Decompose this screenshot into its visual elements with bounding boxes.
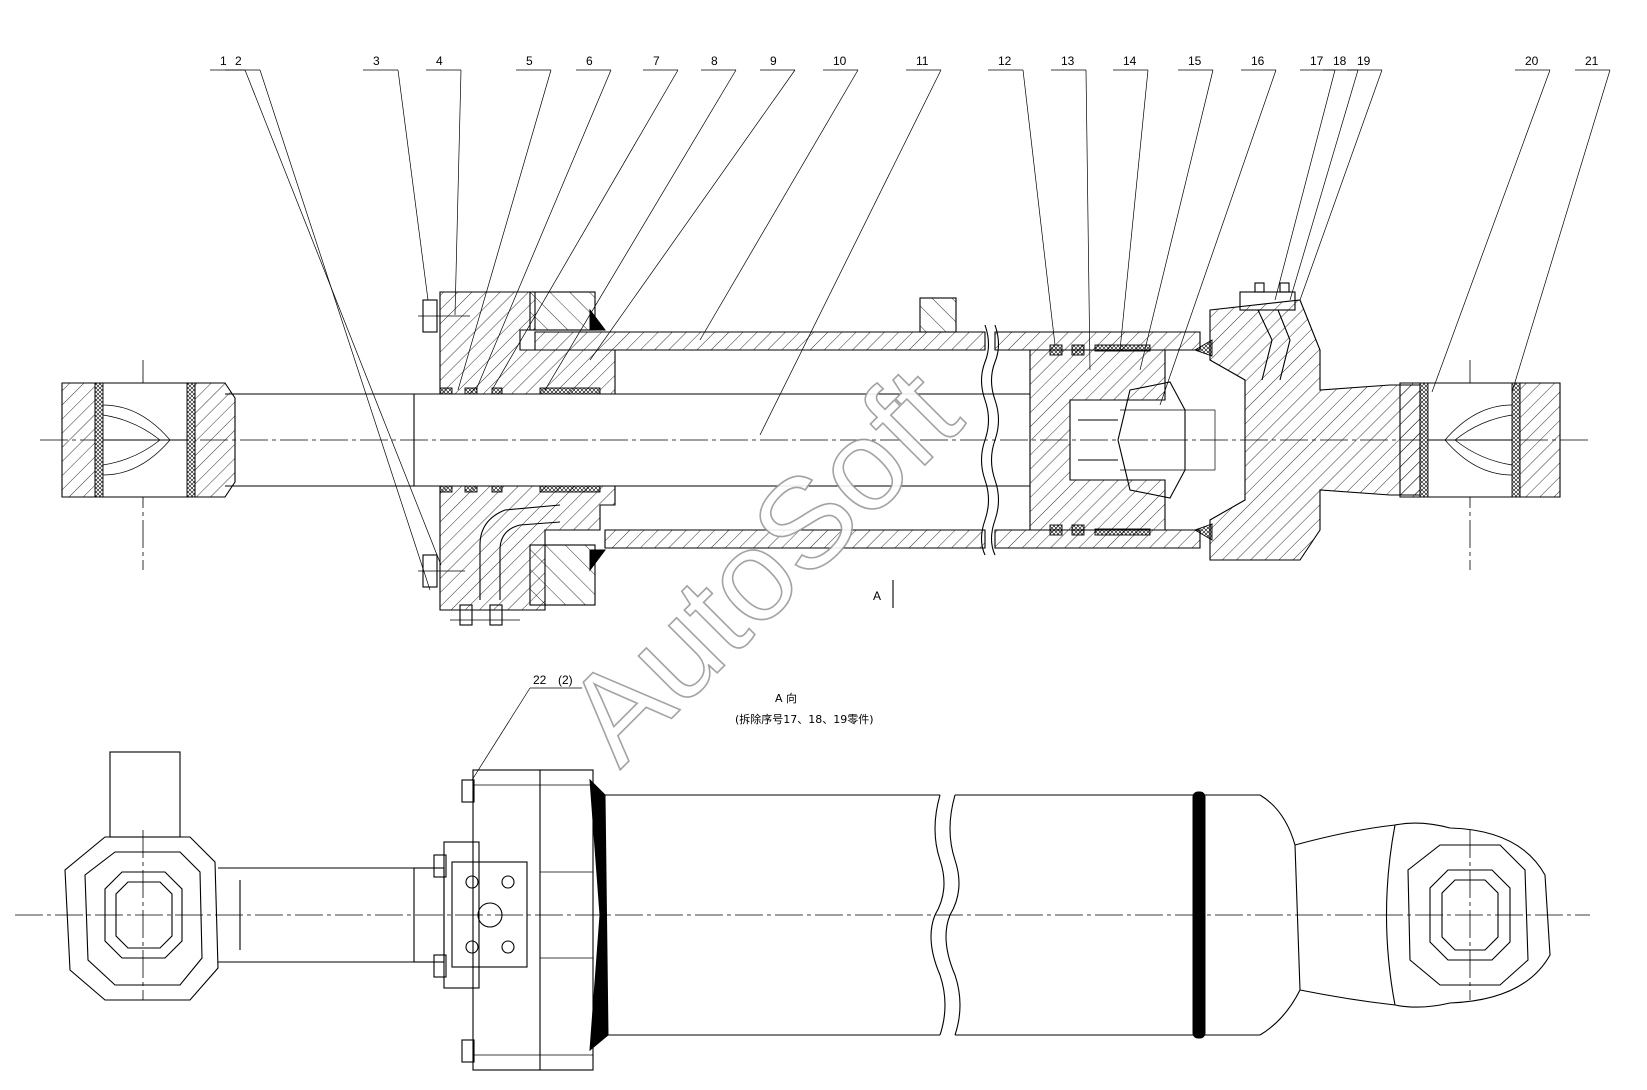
leader-line <box>699 69 859 341</box>
leader-line <box>1431 69 1551 393</box>
bolt-number: 22 <box>533 673 547 687</box>
part-label-4: 4 <box>436 54 443 68</box>
leader-line <box>1299 69 1383 301</box>
barrel-view <box>605 791 1396 1039</box>
part-label-17: 17 <box>1310 54 1324 68</box>
piston-rod <box>225 393 1030 487</box>
leader-line <box>1139 69 1214 371</box>
part-label-9: 9 <box>770 54 777 68</box>
bottom-eye-view <box>1385 822 1551 1008</box>
part-label-5: 5 <box>526 54 533 68</box>
cylinder-barrel <box>534 297 1000 556</box>
leader-line <box>759 69 942 436</box>
bottom-eye-section <box>1399 382 1561 498</box>
view-marker: A <box>873 580 894 608</box>
leader-line <box>1085 69 1091 371</box>
leader-line <box>1289 69 1359 301</box>
part-label-19: 19 <box>1357 54 1371 68</box>
part-label-1: 1 <box>220 54 227 68</box>
leader-line <box>259 69 431 591</box>
view-a: A 向 (拆除序号17、18、19零件) <box>15 673 1590 1071</box>
leader-line <box>457 69 552 391</box>
leader-line <box>491 69 679 391</box>
view-note: (拆除序号17、18、19零件) <box>735 712 874 726</box>
leader-line <box>397 69 429 301</box>
part-label-7: 7 <box>653 54 660 68</box>
leader-line <box>1159 69 1277 406</box>
leader-line <box>544 69 737 391</box>
part-label-2: 2 <box>235 54 242 68</box>
bolt-callout: 22 (2) <box>471 673 582 781</box>
view-marker-text: A <box>873 589 881 603</box>
rod-end-eye-section <box>61 382 236 498</box>
part-label-16: 16 <box>1251 54 1265 68</box>
part-label-21: 21 <box>1585 54 1599 68</box>
leader-line <box>1119 69 1149 351</box>
part-label-20: 20 <box>1525 54 1539 68</box>
part-label-13: 13 <box>1061 54 1075 68</box>
leader-line <box>244 69 442 566</box>
part-label-18: 18 <box>1333 54 1347 68</box>
part-label-14: 14 <box>1123 54 1137 68</box>
leader-line <box>1511 69 1611 393</box>
leader-line <box>1274 69 1336 301</box>
rod-eye-view <box>64 751 414 1001</box>
leader-line <box>475 69 612 391</box>
leader-line <box>1022 69 1056 346</box>
view-title: A 向 <box>775 691 797 705</box>
part-label-8: 8 <box>711 54 718 68</box>
piston-and-bottom-section <box>994 282 1421 561</box>
part-label-12: 12 <box>998 54 1012 68</box>
bolt-qty: (2) <box>558 673 573 687</box>
guide-head-view <box>413 769 609 1071</box>
leader-line <box>454 69 462 316</box>
part-label-10: 10 <box>833 54 847 68</box>
part-label-6: 6 <box>586 54 593 68</box>
part-label-11: 11 <box>916 54 929 68</box>
part-label-3: 3 <box>373 54 380 68</box>
part-label-15: 15 <box>1188 54 1202 68</box>
guide-head-section <box>418 291 616 626</box>
leader-line <box>589 69 796 361</box>
